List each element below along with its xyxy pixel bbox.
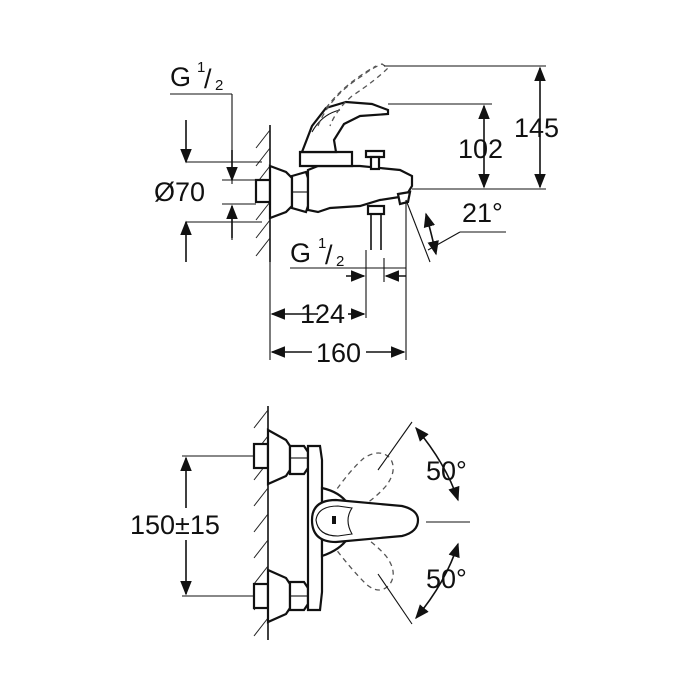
front-view: 150±15 50° 50° xyxy=(130,406,470,640)
diameter-label: Ø70 xyxy=(154,177,205,207)
dim-lever-angle-up: 50° xyxy=(377,421,467,502)
lever-angle-up-label: 50° xyxy=(426,456,467,486)
outlet-connection xyxy=(366,204,386,250)
dim-total-projection: 160 xyxy=(270,200,407,368)
upper-inlet-front xyxy=(252,428,310,486)
dim-inlet-thread: G 1 / 2 xyxy=(170,59,256,240)
escutcheon-top xyxy=(268,164,294,220)
total-projection-label: 160 xyxy=(316,338,361,368)
inlet-thread-letter: G xyxy=(170,62,191,92)
side-view: Ø70 G 1 / 2 102 14 xyxy=(154,59,559,368)
inlet-thread-num: 1 xyxy=(197,59,205,76)
dim-overall-height: 145 xyxy=(384,65,559,189)
spout-height-label: 102 xyxy=(458,134,503,164)
lever-down-outline xyxy=(331,529,394,591)
mixer-body-top xyxy=(306,164,414,214)
dim-outlet-thread: G 1 / 2 xyxy=(290,235,406,318)
dim-spout-height: 102 xyxy=(388,103,546,190)
inlet-thread-den: 2 xyxy=(215,77,223,94)
lever-up-outline xyxy=(331,452,394,513)
dim-lever-angle-down: 50° xyxy=(377,542,467,625)
dim-spout-angle: 21° xyxy=(405,198,506,263)
outlet-projection-label: 124 xyxy=(300,299,345,329)
spout-outlet xyxy=(396,190,412,206)
svg-text:/: / xyxy=(325,240,333,270)
dim-outlet-projection: 124 xyxy=(269,262,366,360)
inlet-stub-top xyxy=(254,178,272,204)
lever-raised-outline xyxy=(317,63,390,127)
outlet-thread-letter: G xyxy=(290,238,311,268)
dim-diameter: Ø70 xyxy=(154,120,262,262)
dim-centre-distance: 150±15 xyxy=(130,455,254,597)
spout-angle-label: 21° xyxy=(462,198,503,228)
lever-angle-down-label: 50° xyxy=(426,564,467,594)
diverter-knob xyxy=(364,149,386,171)
svg-text:/: / xyxy=(204,64,212,94)
overall-height-label: 145 xyxy=(514,113,559,143)
centre-distance-label: 150±15 xyxy=(130,510,220,540)
lever-front xyxy=(310,498,420,544)
outlet-thread-den: 2 xyxy=(336,253,344,270)
lower-inlet-front xyxy=(252,568,310,624)
outlet-thread-num: 1 xyxy=(318,235,326,252)
cartridge-housing-top xyxy=(298,150,354,168)
